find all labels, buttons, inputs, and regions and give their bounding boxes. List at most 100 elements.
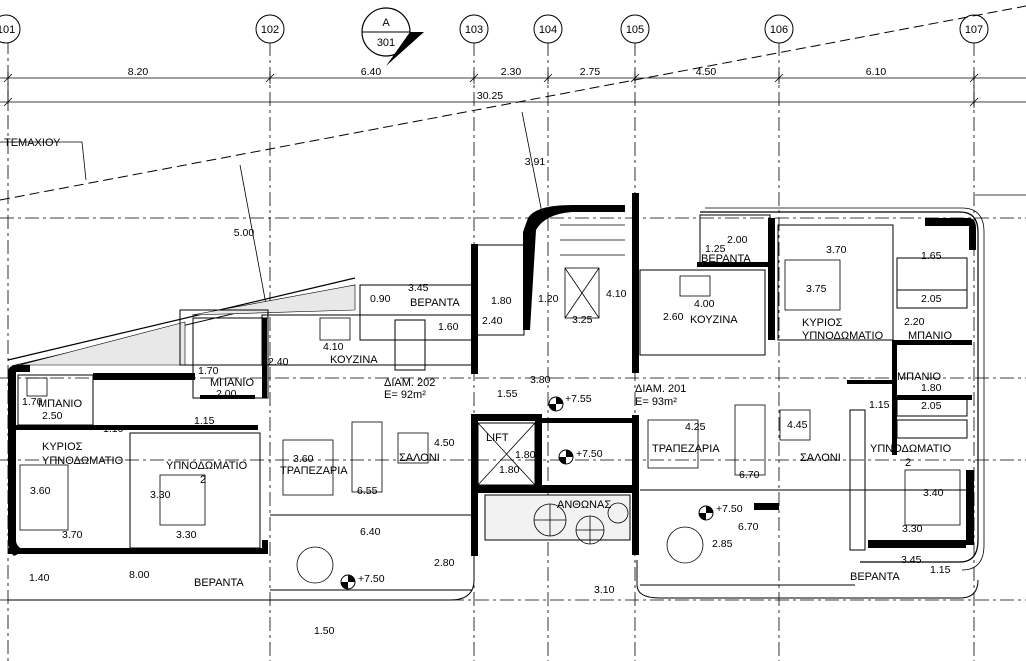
dim: 4.50 [434,437,455,449]
veranda-label-2: ΒΕΡΑΝΤΑ [194,577,244,589]
dim-top-4: 2.75 [580,66,601,78]
dim: 1.40 [29,572,50,584]
apt-202-area: E= 92m² [384,389,426,401]
dim: 2.00 [727,234,748,246]
veranda-label-1: ΒΕΡΑΝΤΑ [410,297,460,309]
living-label-201: ΣΑΛΟΝΙ [800,452,841,464]
grid-bubble-101 [0,14,21,44]
level-3: +7.50 [716,503,743,515]
grid-label-101: 101 [0,24,15,36]
grid-label-105: 105 [626,24,644,36]
dim: 1.10 [103,423,124,435]
apt-201-name: ΔΙΑΜ. 201 [635,383,686,395]
bedroom2-label-2: ΥΠΝΟΔΩΜΑΤΙΟ [870,443,952,455]
bath-label-1: ΜΠΑΝΙΟ [210,377,254,389]
bath-label-3: ΜΠΑΝΙΟ [908,330,952,342]
dim: 1.15 [930,564,951,576]
master-label-2b: ΥΠΝΟΔΩΜΑΤΙΟ [802,330,884,342]
dim: 3.40 [923,487,944,499]
dim: 2.20 [904,316,925,328]
section-number: 301 [377,37,395,49]
diag-dim-2: 3.91 [525,156,546,168]
dim: 4.45 [787,419,808,431]
dim: 3.75 [806,283,827,295]
kitchen-label-201: ΚΟΥΖΙΝΑ [690,314,738,326]
dim-overall: 30.25 [477,90,503,102]
bedroom2-num-2: 2 [905,457,911,469]
dim: 0.90 [370,293,391,305]
dim: 1.80 [499,464,520,476]
dim: 6.40 [360,526,381,538]
dim: 4.10 [606,288,627,300]
dim: 2.80 [434,557,455,569]
dim: 2.40 [268,356,289,368]
plot-label: ΤΕΜΑΧΙΟΥ [4,137,61,149]
dim: 6.70 [738,521,759,533]
grid-label-103: 103 [465,24,483,36]
living-label-202: ΣΑΛΟΝΙ [399,452,440,464]
dim: 1.65 [921,250,942,262]
grid-bubble-102 [255,14,285,44]
building-outline [7,194,1026,601]
dim-top-3: 2.30 [501,66,522,78]
garden-planter [484,494,631,541]
dim-top-2: 6.40 [361,66,382,78]
partitions [17,214,970,591]
dim: 3.70 [826,244,847,256]
dim: 3.80 [530,374,551,386]
grid-bubbles [0,14,989,44]
plot-boundary [0,5,1026,201]
dim: 1.80 [515,449,536,461]
dim: 2.50 [42,410,63,422]
dim: 3.60 [293,453,314,465]
section-letter: A [382,17,390,29]
dim: 3.30 [176,529,197,541]
dim: 3.70 [62,529,83,541]
lift-shaft [477,422,536,486]
grid-bubble-107 [959,14,989,44]
dim: 1.70 [198,365,219,377]
grid-bubble-103 [459,14,489,44]
garden-label: ΑΝΘΩΝΑΣ [557,499,611,511]
grid-label-107: 107 [965,24,983,36]
diag-dim-1: 5.00 [234,227,255,239]
walls [8,193,976,556]
grid-label-106: 106 [770,24,788,36]
dim: 3.45 [901,554,922,566]
dim: 1.15 [869,399,890,411]
dim: 1.25 [705,243,726,255]
master-label-1b: ΥΠΝΟΔΩΜΑΤΙΟ [42,455,124,467]
veranda-label-4: ΒΕΡΑΝΤΑ [850,571,900,583]
dim-top-5: 4.50 [696,66,717,78]
dim: 2.00 [216,388,237,400]
bedroom2-num-1: 2 [200,474,206,486]
dim: 2.40 [482,315,503,327]
dimension-lines [0,72,1026,108]
dim: 1.80 [921,382,942,394]
dim: 2.05 [921,400,942,412]
level-1: +7.55 [565,393,592,405]
bedroom2-label-1: ΥΠΝΟΔΩΜΑΤΙΟ [166,460,248,472]
dim: 4.25 [685,421,706,433]
grid-bubble-105 [620,14,650,44]
dim: 3.25 [572,314,593,326]
master-label-2: ΚΥΡΙΟΣ [802,317,843,329]
veranda-label-3: ΒΕΡΑΝΤΑ [701,253,751,265]
dining-label-201: ΤΡΑΠΕΖΑΡΙΑ [652,443,720,455]
dim: 3.60 [30,485,51,497]
dim: 2.60 [663,311,684,323]
bath-label-4: ΜΠΑΝΙΟ [897,371,941,383]
stair [560,224,625,319]
dim: 1.55 [497,388,518,400]
garden-shrubs [533,502,629,545]
dim: 4.10 [323,341,344,353]
dim: 3.30 [902,523,923,535]
furniture [19,259,961,584]
diag-dim-line-2 [521,111,544,219]
grid-bubble-106 [764,14,794,44]
dim: 1.15 [194,415,215,427]
dim: 6.70 [739,469,760,481]
diag-dim-line-1 [239,164,269,316]
dim: 4.00 [694,298,715,310]
level-2: +7.50 [576,448,603,460]
